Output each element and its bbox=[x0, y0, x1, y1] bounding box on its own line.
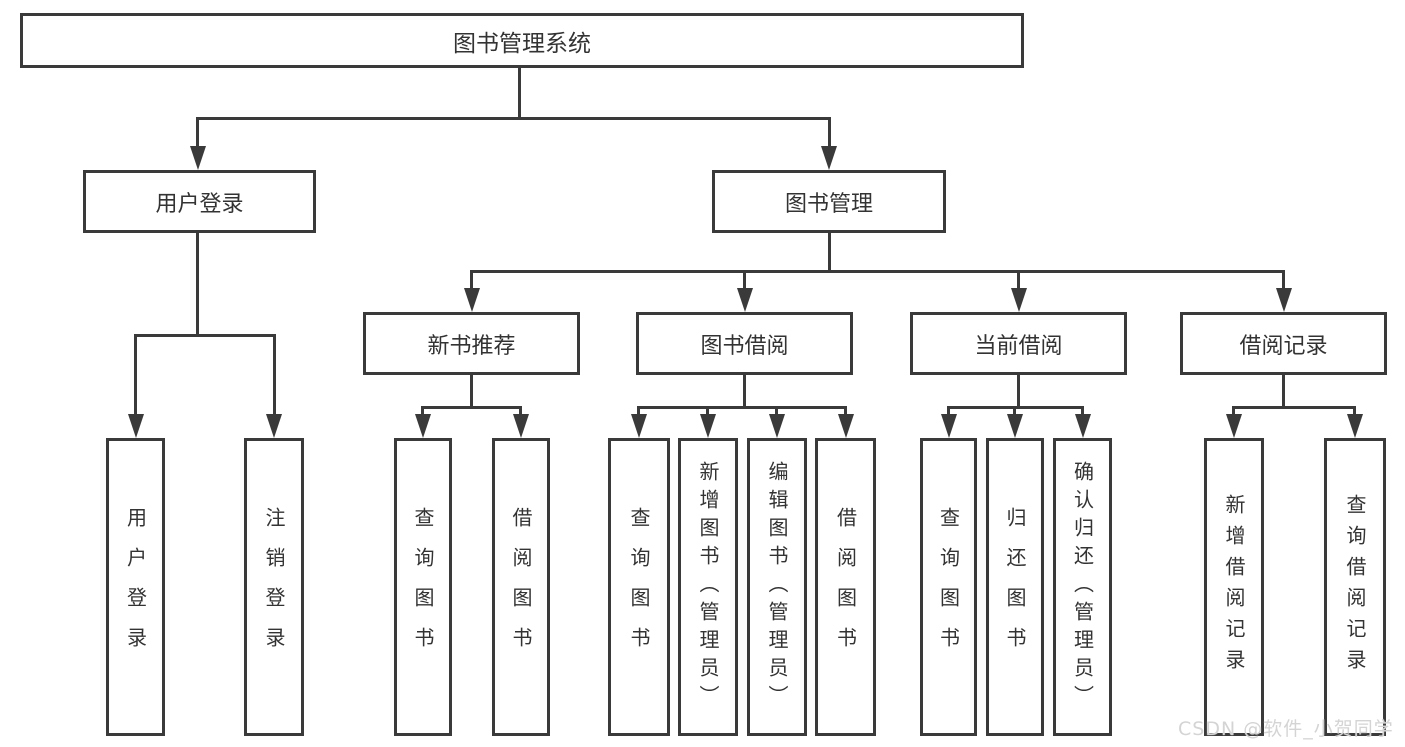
connector-root-branch-right bbox=[828, 117, 831, 150]
arrow-into-cb-confirm-icon bbox=[1075, 414, 1091, 438]
connector-bookmgmt-branch-4 bbox=[1282, 270, 1285, 290]
connector-bookmgmt-branch-2 bbox=[743, 270, 746, 290]
connector-bookborrow-branch-4 bbox=[844, 406, 847, 416]
arrow-into-cb-query-icon bbox=[941, 414, 957, 438]
connector-bookborrow-branch-2 bbox=[706, 406, 709, 416]
leaf-bb-borrow-books: 借阅图书 bbox=[815, 438, 876, 736]
connector-userlogin-branch-2 bbox=[273, 334, 276, 416]
connector-currentborrow-branch-3 bbox=[1081, 406, 1084, 416]
arrow-into-br-add-icon bbox=[1226, 414, 1242, 438]
connector-currentborrow-stem bbox=[1017, 375, 1020, 409]
leaf-nbr-query-books: 查询图书 bbox=[394, 438, 452, 736]
arrow-into-bb-borrow-icon bbox=[838, 414, 854, 438]
connector-newbook-branch-2 bbox=[519, 406, 522, 416]
connector-bookmgmt-branch-1 bbox=[470, 270, 473, 290]
connector-newbook-branch-1 bbox=[421, 406, 424, 416]
connector-bookmgmt-hline bbox=[470, 270, 1285, 273]
connector-borrowrecords-branch-2 bbox=[1353, 406, 1356, 416]
node-user-login: 用户登录 bbox=[83, 170, 316, 233]
leaf-nbr-borrow-books: 借阅图书 bbox=[492, 438, 550, 736]
connector-bookborrow-branch-3 bbox=[775, 406, 778, 416]
arrow-into-new-book-rec-icon bbox=[464, 288, 480, 312]
arrow-into-bb-add-icon bbox=[700, 414, 716, 438]
connector-currentborrow-branch-1 bbox=[947, 406, 950, 416]
arrow-into-nbr-query-icon bbox=[415, 414, 431, 438]
connector-root-hline bbox=[196, 117, 831, 120]
arrow-into-current-borrow-icon bbox=[1011, 288, 1027, 312]
arrow-into-borrow-records-icon bbox=[1276, 288, 1292, 312]
node-book-management: 图书管理 bbox=[712, 170, 946, 233]
node-new-book-recommend: 新书推荐 bbox=[363, 312, 580, 375]
leaf-cb-query-books: 查询图书 bbox=[920, 438, 977, 736]
connector-userlogin-stem bbox=[196, 233, 199, 336]
connector-userlogin-branch-1 bbox=[134, 334, 137, 416]
leaf-bb-edit-books-admin: 编辑图书（管理员） bbox=[747, 438, 807, 736]
arrow-into-leaf-logout-icon bbox=[266, 414, 282, 438]
leaf-br-query-record: 查询借阅记录 bbox=[1324, 438, 1386, 736]
csdn-watermark: CSDN @软件_小贺同学 bbox=[1178, 718, 1394, 740]
connector-borrowrecords-branch-1 bbox=[1232, 406, 1235, 416]
arrow-into-leaf-user-login-icon bbox=[128, 414, 144, 438]
connector-bookborrow-stem bbox=[743, 375, 746, 409]
node-library-management-system: 图书管理系统 bbox=[20, 13, 1024, 68]
arrow-into-book-mgmt-icon bbox=[821, 146, 837, 170]
connector-borrowrecords-hline bbox=[1232, 406, 1356, 409]
node-book-borrow: 图书借阅 bbox=[636, 312, 853, 375]
arrow-into-bb-query-icon bbox=[631, 414, 647, 438]
arrow-into-br-query-icon bbox=[1347, 414, 1363, 438]
connector-bookborrow-branch-1 bbox=[637, 406, 640, 416]
leaf-logout: 注销登录 bbox=[244, 438, 304, 736]
leaf-cb-return-books: 归还图书 bbox=[986, 438, 1044, 736]
arrow-into-user-login-icon bbox=[190, 146, 206, 170]
connector-bookmgmt-branch-3 bbox=[1017, 270, 1020, 290]
connector-bookmgmt-stem bbox=[828, 233, 831, 272]
leaf-cb-confirm-return-admin: 确认归还（管理员） bbox=[1053, 438, 1112, 736]
leaf-br-add-record: 新增借阅记录 bbox=[1204, 438, 1264, 736]
node-current-borrow: 当前借阅 bbox=[910, 312, 1127, 375]
leaf-bb-add-books-admin: 新增图书（管理员） bbox=[678, 438, 738, 736]
arrow-into-cb-return-icon bbox=[1007, 414, 1023, 438]
leaf-user-login: 用户登录 bbox=[106, 438, 165, 736]
connector-userlogin-hline bbox=[134, 334, 276, 337]
connector-root-branch-left bbox=[196, 117, 199, 150]
node-borrow-records: 借阅记录 bbox=[1180, 312, 1387, 375]
connector-newbook-hline bbox=[421, 406, 522, 409]
connector-newbook-stem bbox=[470, 375, 473, 409]
arrow-into-book-borrow-icon bbox=[737, 288, 753, 312]
leaf-bb-query-books: 查询图书 bbox=[608, 438, 670, 736]
connector-borrowrecords-stem bbox=[1282, 375, 1285, 409]
connector-currentborrow-branch-2 bbox=[1013, 406, 1016, 416]
arrow-into-nbr-borrow-icon bbox=[513, 414, 529, 438]
arrow-into-bb-edit-icon bbox=[769, 414, 785, 438]
connector-root-stem bbox=[518, 68, 521, 118]
connector-bookborrow-hline bbox=[637, 406, 847, 409]
